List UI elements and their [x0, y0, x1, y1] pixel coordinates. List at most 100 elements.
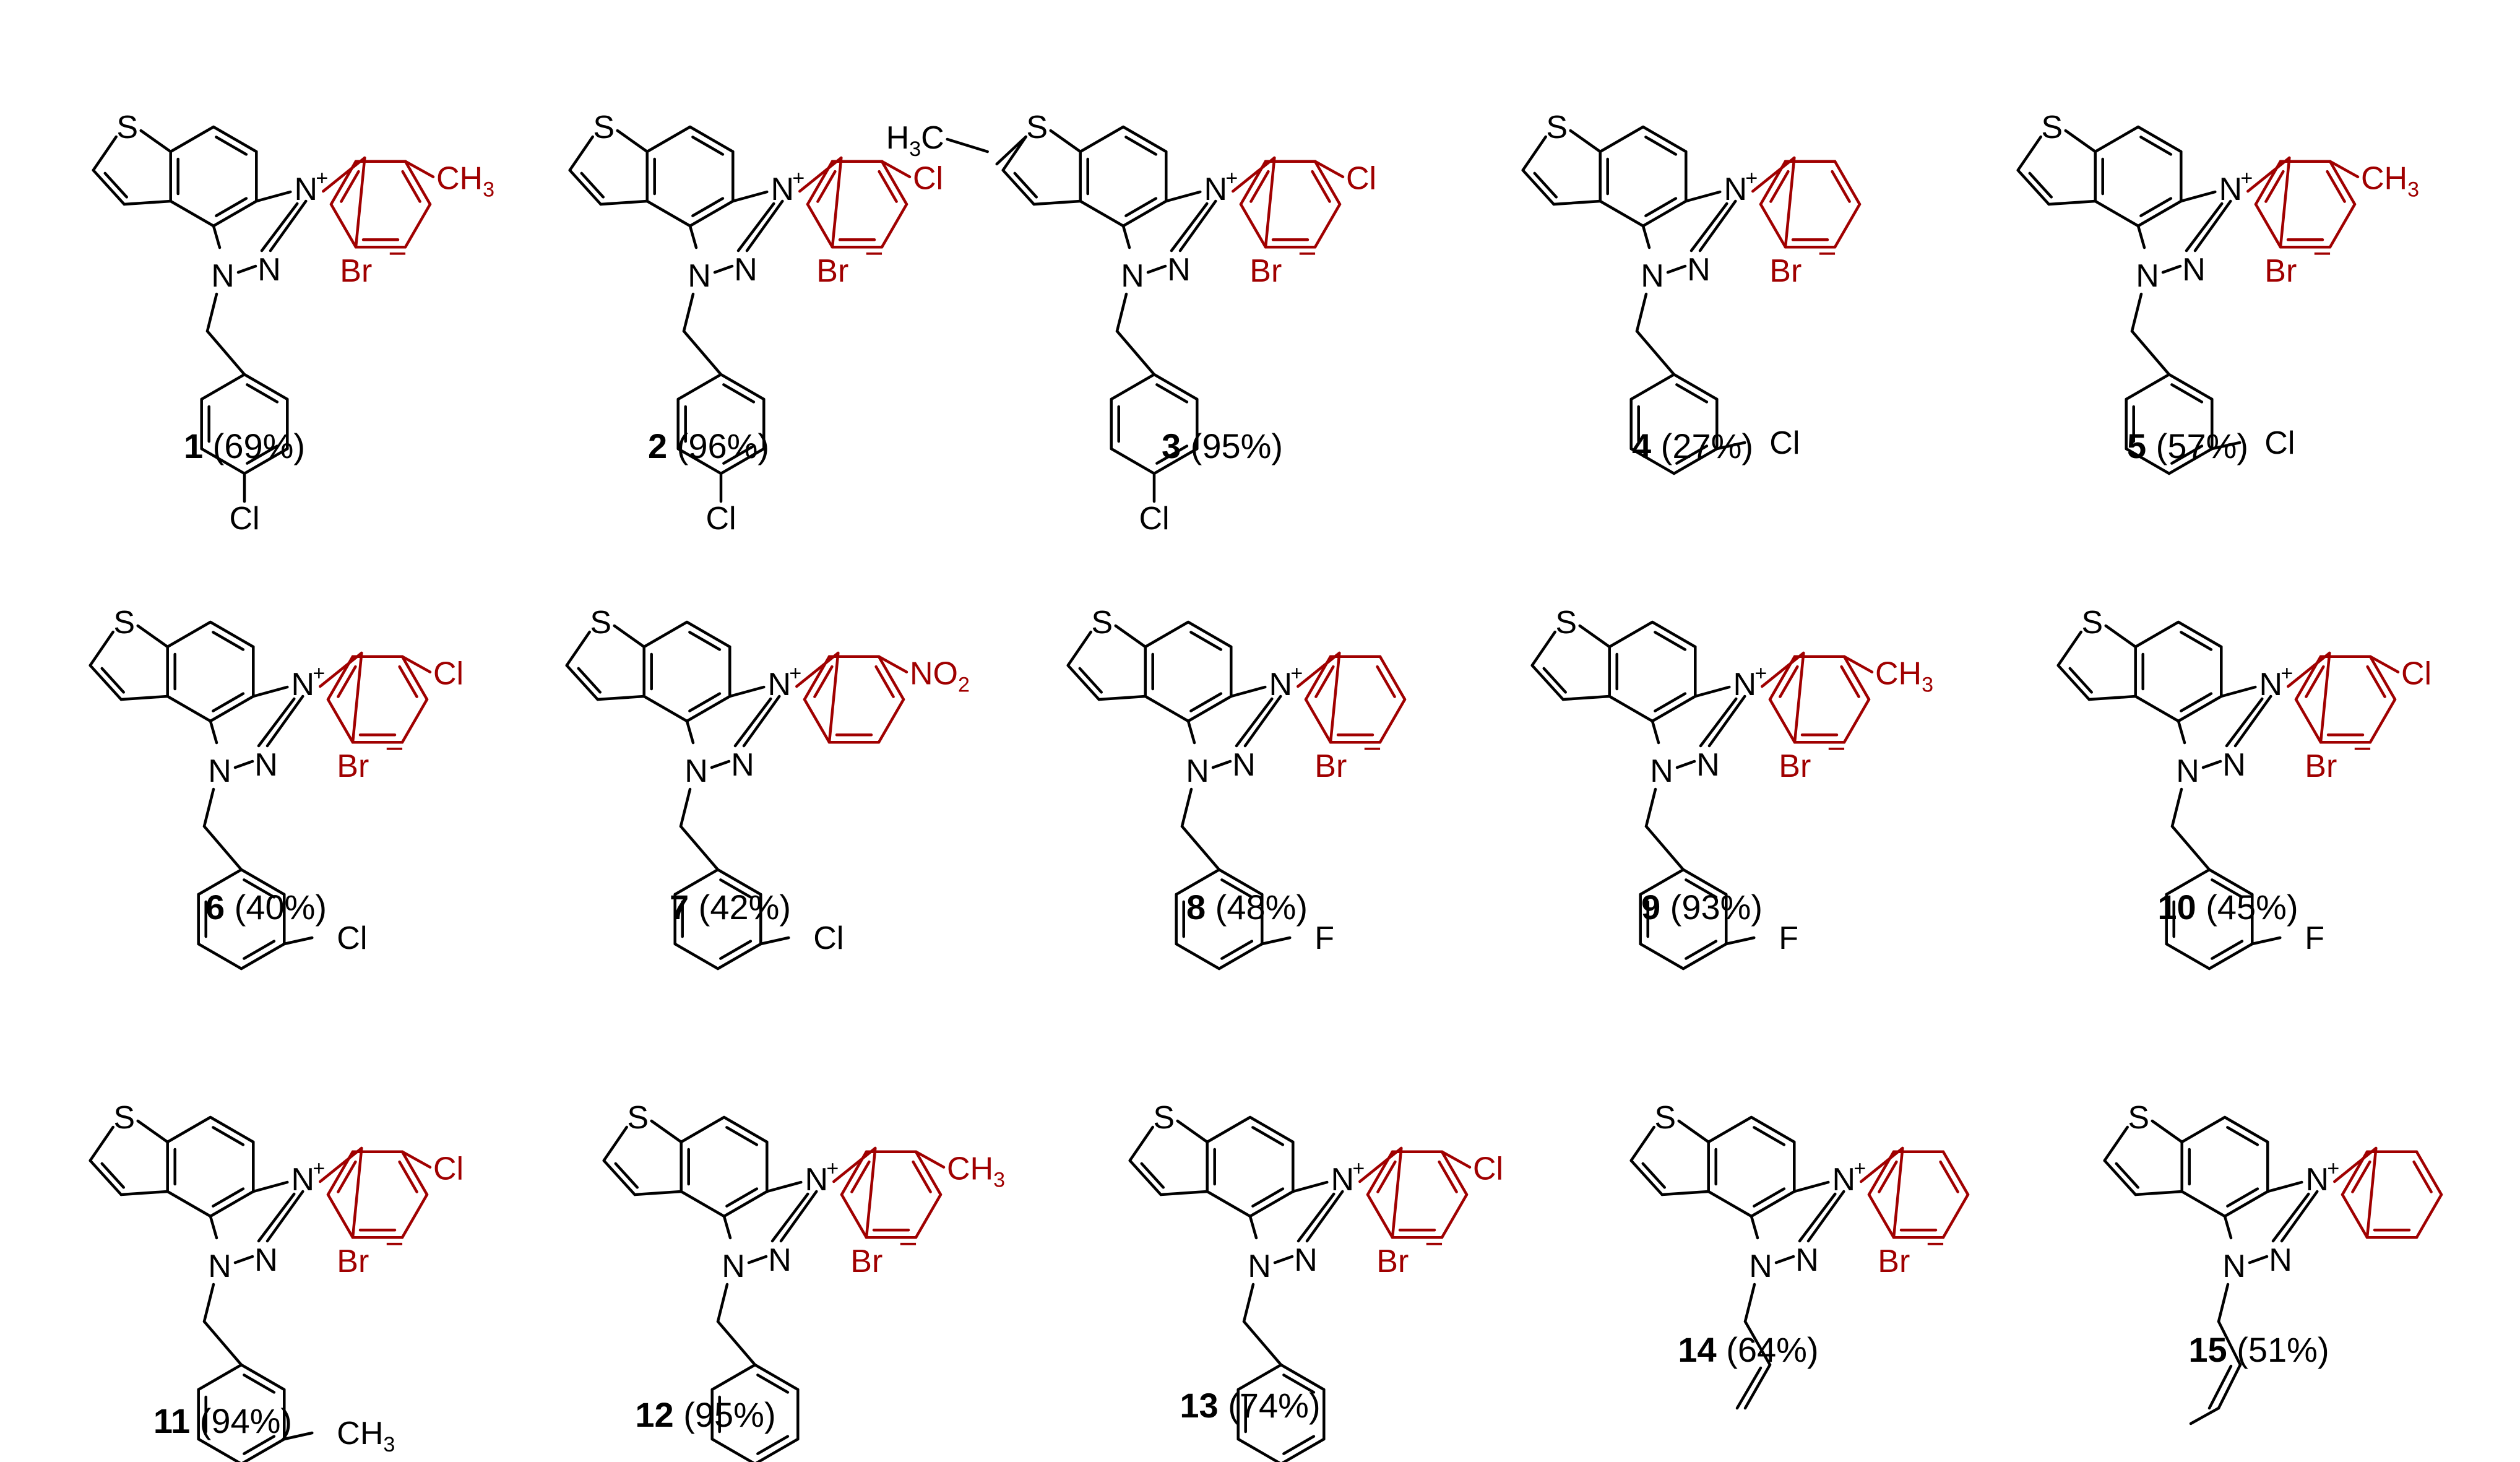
triazole-bond	[236, 264, 257, 274]
core-double-bond	[1644, 136, 1678, 156]
n3-ch2-bond	[1264, 156, 1276, 249]
positive-charge: +	[2240, 167, 2253, 190]
n3-ring-double-bond	[2366, 665, 2386, 698]
core-double-bond	[1078, 667, 1103, 694]
n2-atom: N	[2182, 252, 2206, 288]
n3-atom: N	[291, 667, 315, 703]
triazole-bond	[1211, 759, 1232, 769]
core-bond	[209, 694, 255, 723]
triazole-bond	[779, 1190, 818, 1243]
n2-atom: N	[731, 747, 754, 783]
core-double-bond	[1189, 631, 1223, 651]
compound-yield: (74%)	[1219, 1386, 1321, 1425]
core-double-bond	[212, 1126, 245, 1146]
core-bond	[166, 620, 212, 649]
n1-ch2-bond	[202, 1282, 215, 1323]
n3-ring-bond	[326, 1150, 355, 1196]
n1-ring-bond	[200, 447, 246, 475]
n1-ring-bond	[1175, 942, 1221, 971]
n3-ring-double-bond	[1831, 170, 1851, 203]
sulfur-atom: S	[2041, 110, 2063, 145]
n1-ch2-bond	[1180, 824, 1221, 872]
core-bond	[688, 199, 735, 228]
triazole-bond	[1793, 1180, 1830, 1193]
n1-ring-bond	[1629, 447, 1676, 475]
n1-ch2-bond	[1180, 787, 1193, 828]
allyl-bond	[1743, 1320, 1772, 1367]
core-double-bond	[2028, 171, 2053, 199]
triazole-bond	[1121, 224, 1131, 249]
core-double-bond	[2139, 197, 2173, 217]
n1-ch2-bond	[1644, 824, 1685, 872]
negative-charge: −	[1818, 236, 1836, 272]
negative-charge: −	[385, 1226, 403, 1262]
core-double-bond	[2068, 667, 2093, 694]
compound-number: 2	[648, 426, 667, 465]
n1-ch2-bond	[1242, 1320, 1283, 1367]
n1-ch2-bond	[1115, 329, 1156, 376]
core-bond	[685, 620, 731, 649]
n3-ring-bond	[2368, 698, 2397, 744]
sulfur-atom: S	[2128, 1100, 2149, 1136]
core-bond	[1521, 135, 1547, 172]
n2-atom: N	[1687, 252, 1711, 288]
triazole-bond	[2136, 224, 2146, 249]
compound-6-caption: 6 (40%)	[205, 888, 327, 927]
n1-ring-double-bond	[246, 383, 279, 404]
core-double-bond	[215, 197, 248, 217]
n1-substituent-bond	[2211, 441, 2242, 451]
n3-atom: N	[1204, 171, 1228, 207]
n1-ring-bond	[197, 1363, 243, 1391]
n2-atom: N	[254, 747, 278, 783]
bromide-counterion: Br	[1314, 748, 1347, 784]
compound-number: 4	[1632, 426, 1651, 465]
n3-ring-bond	[1239, 160, 1267, 206]
n1-atom: N	[684, 753, 708, 789]
n3-ring-bond	[329, 160, 358, 206]
n3-ch2-bond	[319, 1146, 363, 1183]
n1-ch2-bond	[1743, 1282, 1756, 1323]
compound-yield: (93%)	[1660, 888, 1763, 927]
triazole-bond	[2248, 1255, 2269, 1265]
core-bond	[2136, 199, 2183, 228]
core-double-bond	[1654, 692, 1687, 712]
triazole-bond	[255, 190, 292, 203]
bromide-counterion: Br	[340, 253, 372, 289]
core-bond	[1079, 125, 1125, 154]
core-double-bond	[1251, 1187, 1285, 1208]
core-double-bond	[1654, 631, 1687, 651]
n3-ring-double-bond	[398, 665, 418, 698]
n3-para-bond	[914, 1150, 946, 1169]
n3-ring-bond	[2415, 1193, 2443, 1239]
n1-ring-double-bond	[1220, 940, 1254, 960]
n1-atom: N	[2222, 1248, 2246, 1284]
core-bond	[568, 135, 594, 172]
n3-ring-double-bond	[1438, 1160, 1458, 1193]
core-bond	[1186, 694, 1233, 723]
sulfur-atom: S	[1654, 1100, 1676, 1136]
n1-ring-double-bond	[2170, 444, 2204, 465]
n3-ring-bond	[1941, 1193, 1970, 1239]
compound-3-caption: 3 (95%)	[1162, 426, 1283, 465]
core-bond	[1608, 620, 1654, 649]
triazole-bond	[257, 697, 296, 748]
compound-number: 8	[1186, 888, 1206, 927]
compound-10-caption: 10 (45%)	[2157, 888, 2298, 927]
n3-para-substituent: CH3	[2361, 161, 2419, 202]
n3-ch2-bond	[351, 1146, 363, 1239]
n3-ring-double-bond	[1939, 1160, 1959, 1193]
n3-atom: N	[771, 171, 795, 207]
n3-para-bond	[400, 1150, 432, 1169]
n3-ch2-bond	[1793, 651, 1805, 744]
positive-charge: +	[313, 662, 325, 685]
triazole-bond	[1230, 685, 1267, 698]
core-bond	[2223, 1115, 2269, 1144]
triazole-bond	[2193, 199, 2232, 253]
bromide-counterion: Br	[816, 253, 848, 289]
triazole-bond	[1707, 694, 1746, 748]
n1-atom: N	[1641, 258, 1664, 294]
n1-ring-bond	[1639, 868, 1685, 896]
n3-ring-bond	[877, 655, 905, 701]
core-bond	[1066, 664, 1100, 701]
core-bond	[1001, 135, 1027, 172]
